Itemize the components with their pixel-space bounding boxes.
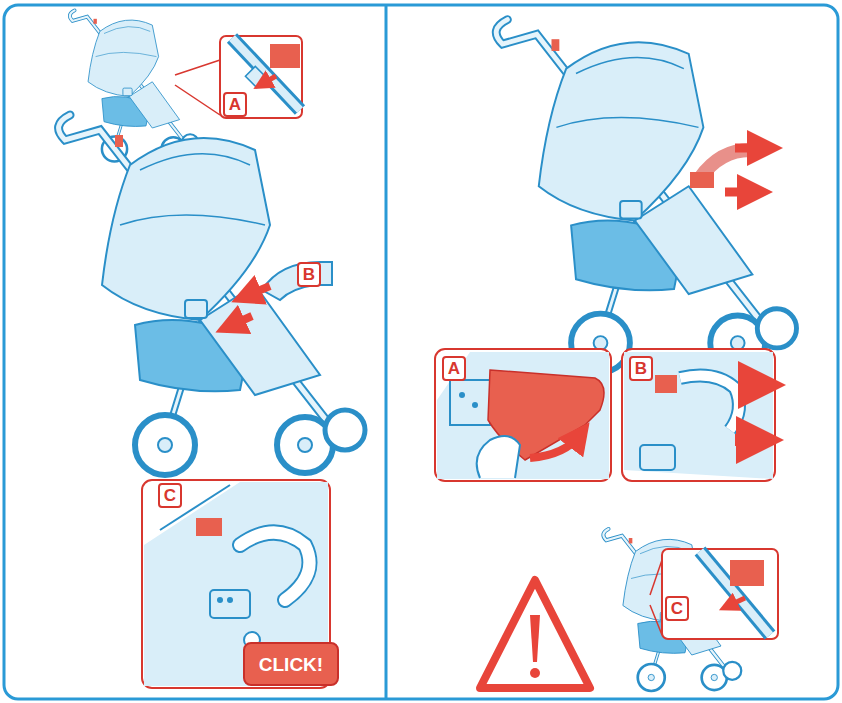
bumper-end [730, 560, 764, 586]
callout-letter: A [223, 92, 247, 117]
insert-arrow [230, 316, 252, 326]
hand [477, 436, 520, 478]
seat-background [437, 352, 609, 479]
detail-inset [435, 349, 611, 481]
remove-arrow [740, 379, 762, 391]
detail-inset [220, 36, 302, 118]
small-stroller [70, 10, 199, 161]
detail-inset [622, 349, 775, 481]
bumper-bar [262, 262, 332, 300]
bumper-end [655, 375, 677, 393]
callout-text: B [635, 360, 647, 377]
click-badge: CLICK! [243, 642, 339, 686]
callout-text: C [164, 487, 176, 504]
stroller [59, 115, 365, 475]
socket [210, 590, 250, 618]
socket [450, 380, 490, 425]
callout-letter: A [442, 356, 466, 381]
leader-line [650, 560, 662, 595]
detail-inset [142, 480, 330, 688]
leader-line [650, 605, 662, 635]
callout-letter: C [665, 596, 689, 621]
leader-line [175, 60, 220, 75]
seat-background [144, 482, 328, 686]
socket [640, 445, 675, 470]
callout-text: B [303, 266, 315, 283]
callout-text: C [671, 600, 683, 617]
remove-arrow [735, 434, 760, 446]
insert-arrow [728, 598, 745, 606]
insert-arrow [246, 286, 270, 296]
warning-triangle [480, 580, 590, 688]
bumper-end [196, 518, 222, 536]
seat-background [624, 352, 773, 479]
frame-tube [700, 551, 770, 635]
callout-text: A [229, 96, 241, 113]
callout-letter: C [158, 483, 182, 508]
press-arrow [530, 435, 580, 458]
bumper-bar [680, 376, 739, 430]
callout-letter: B [629, 356, 653, 381]
callout-text: A [448, 360, 460, 377]
bumper-end [270, 44, 300, 68]
bumper-bar [240, 533, 310, 601]
bumper-end [690, 172, 714, 188]
frame-tube [700, 551, 770, 635]
warning-mark [530, 615, 540, 662]
bumper-bar [680, 376, 739, 430]
insert-arrow [262, 76, 276, 84]
panel-divider [385, 6, 388, 698]
remove-arrow [735, 144, 765, 153]
callout-letter: B [297, 262, 321, 287]
bumper-bar [240, 533, 310, 601]
leader-line [175, 85, 220, 115]
detail-inset [662, 549, 778, 639]
warning-mark [530, 668, 540, 678]
callout-text: CLICK! [259, 655, 323, 674]
panel-frame [4, 5, 838, 699]
remove-arrow [725, 188, 755, 197]
stroller [496, 20, 796, 373]
